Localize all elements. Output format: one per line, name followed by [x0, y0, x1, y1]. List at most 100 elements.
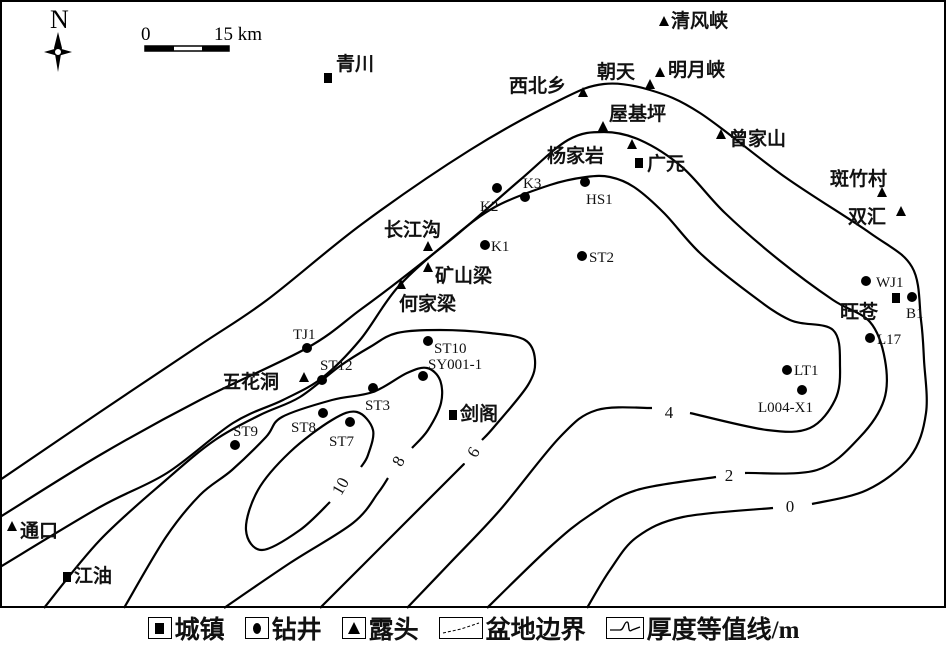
contour-label: 0 [786, 497, 795, 516]
outcrop-label: 斑竹村 [830, 167, 887, 190]
contour-line-4 [0, 174, 842, 568]
town-square-icon [892, 293, 900, 303]
contour-label: 2 [725, 466, 734, 485]
well-label: LT1 [794, 363, 818, 379]
outcrop-label: 通口 [20, 520, 58, 542]
town-label: 江油 [74, 565, 112, 587]
legend-town-label: 城镇 [174, 617, 225, 644]
well-dot-icon [230, 440, 240, 450]
well-label: ST9 [233, 424, 258, 440]
town-square-icon [324, 73, 332, 83]
well-label: HS1 [586, 192, 613, 208]
outcrop-label: 何家梁 [399, 292, 457, 315]
well-dot-icon [492, 183, 502, 193]
legend-well: 钻井 [244, 610, 322, 646]
scale-end-label: 15 km [214, 24, 262, 45]
outcrop-triangle-icon [716, 129, 726, 139]
well-dot-icon [577, 251, 587, 261]
well-dot-icon [580, 177, 590, 187]
contour-line-2 [0, 130, 889, 518]
well-label: L17 [877, 332, 902, 348]
contour-line-icon [605, 617, 644, 639]
well-dot-icon [418, 371, 428, 381]
contour-label: 4 [665, 403, 674, 422]
well-label: SY001-1 [428, 357, 482, 373]
town-square-icon [63, 572, 71, 582]
outcrop-triangle-icon [659, 16, 669, 26]
north-arrow: N [44, 5, 72, 72]
well-label: B1 [906, 306, 924, 322]
contour-line-6 [43, 328, 537, 609]
scale-bar: 0 15 km [141, 24, 262, 52]
outcrop-label: 明月峡 [668, 58, 726, 81]
well-label: K2 [480, 199, 498, 215]
outcrop-label: 五花洞 [222, 370, 279, 393]
well-dot-icon [782, 365, 792, 375]
map-frame [0, 0, 946, 608]
triangle-icon [341, 617, 366, 639]
outcrop-triangle-icon [299, 372, 309, 382]
town-label: 剑阁 [459, 402, 498, 425]
outcrop-triangle-icon [423, 241, 433, 251]
square-icon [147, 617, 172, 639]
north-label: N [50, 5, 69, 34]
well-label: L004-X1 [758, 400, 813, 416]
outcrop-label: 朝天 [597, 61, 636, 83]
outcrop-label: 矿山梁 [435, 264, 493, 287]
well-label: ST3 [365, 398, 390, 414]
outcrop-label: 长江沟 [384, 218, 441, 241]
legend-basin-boundary-label: 盆地边界 [485, 617, 586, 644]
scale-start-label: 0 [141, 24, 151, 45]
legend-outcrop-label: 露头 [368, 617, 419, 644]
well-label: ST12 [320, 358, 353, 374]
contour-line-2 [486, 475, 717, 609]
contour-line-8 [223, 477, 389, 609]
town-square-icon [449, 410, 457, 420]
outcrop-triangle-icon [627, 139, 637, 149]
contour-line-0 [586, 506, 774, 609]
outcrop-triangle-icon [645, 79, 655, 89]
outcrop-label: 双汇 [848, 206, 886, 228]
well-dot-icon [861, 276, 871, 286]
outcrop-label: 屋基坪 [609, 102, 666, 125]
contour-line-8 [123, 366, 444, 609]
dot-icon [244, 617, 269, 639]
well-dot-icon [318, 408, 328, 418]
well-dot-icon [520, 192, 530, 202]
contour-line-10 [244, 410, 375, 552]
town-label: 旺苍 [840, 300, 879, 323]
well-dot-icon [302, 343, 312, 353]
well-label: TJ1 [293, 327, 316, 343]
well-label: K1 [491, 239, 509, 255]
outcrop-triangle-icon [655, 67, 665, 77]
outcrop-label: 曾家山 [729, 127, 786, 150]
legend-well-label: 钻井 [271, 617, 322, 644]
town-label: 青川 [336, 53, 374, 75]
well-dot-icon [907, 292, 917, 302]
legend-outcrop: 露头 [341, 610, 419, 646]
well-dot-icon [368, 383, 378, 393]
outcrop-label: 西北乡 [509, 75, 566, 97]
outcrop-triangle-icon [598, 121, 608, 131]
outcrop-triangle-icon [896, 206, 906, 216]
well-dot-icon [423, 336, 433, 346]
well-dot-icon [317, 375, 327, 385]
town-square-icon [635, 158, 643, 168]
well-dot-icon [797, 385, 807, 395]
well-label: ST7 [329, 434, 355, 450]
outcrop-triangle-icon [877, 187, 887, 197]
town-label: 广元 [647, 152, 685, 175]
well-label: ST8 [291, 420, 316, 436]
well-dot-icon [865, 333, 875, 343]
outcrop-triangle-icon [423, 262, 433, 272]
outcrop-label: 清风峡 [671, 9, 729, 32]
outcrop-triangle-icon [396, 279, 406, 289]
legend-isopach-label: 厚度等值线/m [646, 617, 800, 644]
well-dot-icon [480, 240, 490, 250]
contour-lines [0, 82, 928, 609]
contour-line-4 [406, 406, 653, 609]
outcrop-label: 杨家岩 [547, 144, 604, 167]
well-label: ST2 [589, 250, 614, 266]
well-label: WJ1 [876, 275, 904, 291]
